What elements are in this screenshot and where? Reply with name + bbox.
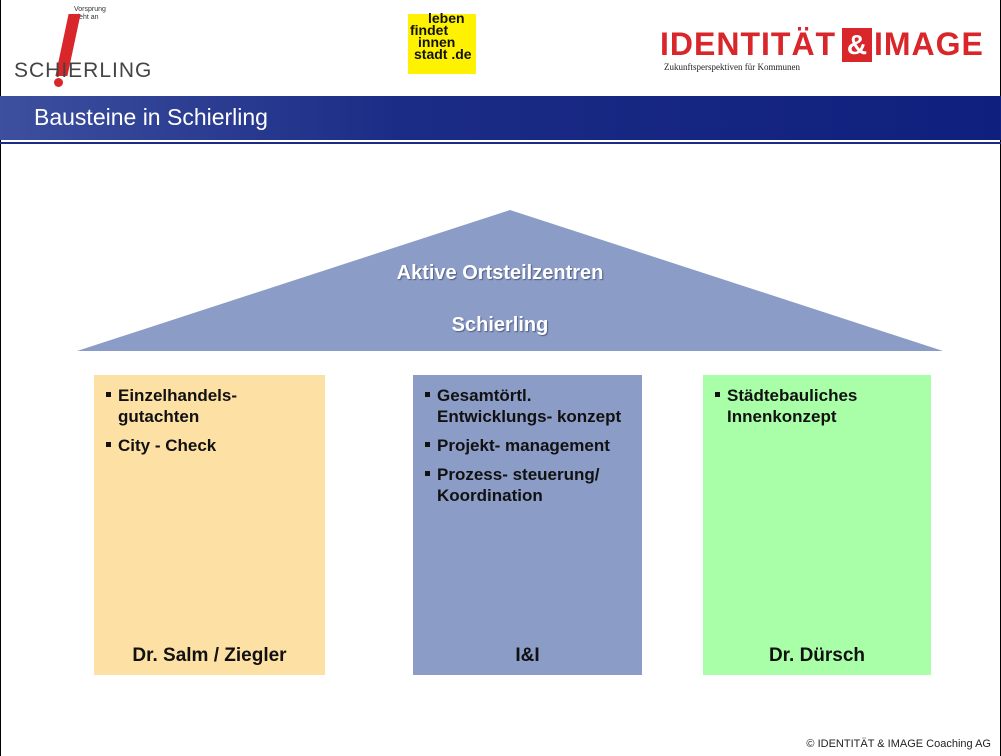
exclamation-dot-icon: [54, 78, 63, 87]
pillar-right-footer: Dr. Dürsch: [768, 645, 866, 666]
title-bar: Bausteine in Schierling: [0, 96, 1001, 140]
bullet-icon: [425, 392, 430, 397]
pillar-middle: Gesamtörtl. Entwicklungs- konzept Projek…: [413, 375, 642, 675]
identitaet-image-logo: IDENTITÄT & IMAGE Zukunftsperspektiven f…: [660, 26, 990, 74]
list-item-text: Gesamtörtl. Entwicklungs- konzept: [437, 386, 622, 426]
ampersand-icon: &: [842, 28, 872, 62]
leben-logo-line-1: leben: [428, 10, 465, 26]
pillar-middle-footer: I&I: [515, 645, 540, 666]
copyright-notice: © IDENTITÄT & IMAGE Coaching AG: [806, 738, 991, 750]
schierling-tagline-line-1: Vorsprung: [74, 6, 106, 13]
image-logo-word: IMAGE: [874, 26, 984, 62]
pillar-left-list: Einzelhandels- gutachten City - Check: [104, 385, 319, 464]
bullet-icon: [106, 392, 111, 397]
bullet-icon: [715, 392, 720, 397]
title-divider: [0, 142, 1001, 144]
frame-border-left: [0, 0, 1, 756]
pillar-right: Städtebauliches Innenkonzept Dr. Dürsch: [703, 375, 931, 675]
pillar-middle-list: Gesamtörtl. Entwicklungs- konzept Projek…: [423, 385, 636, 514]
pillar-left: Einzelhandels- gutachten City - Check Dr…: [94, 375, 325, 675]
pillar-left-footer: Dr. Salm / Ziegler: [132, 645, 287, 666]
pillar-right-list: Städtebauliches Innenkonzept: [713, 385, 925, 435]
identitaet-logo-subtitle: Zukunftsperspektiven für Kommunen: [664, 62, 800, 72]
leben-logo-line-3: innen: [418, 34, 456, 50]
list-item: City - Check: [104, 435, 319, 456]
list-item: Einzelhandels- gutachten: [104, 385, 319, 427]
schierling-tagline: Vorsprung zieht an: [74, 6, 106, 22]
leben-logo-line-4: stadt .de: [414, 46, 472, 62]
page-title: Bausteine in Schierling: [34, 104, 268, 130]
roof-shape: [77, 210, 943, 351]
leben-logo-line-2: findet: [410, 22, 449, 38]
schierling-tagline-line-2: zieht an: [74, 14, 99, 21]
list-item-text: Projekt- management: [437, 436, 610, 455]
list-item-text: Prozess- steuerung/ Koordination: [437, 465, 600, 505]
list-item-text: City - Check: [118, 436, 217, 455]
roof-title-line-1: Aktive Ortsteilzentren: [396, 262, 604, 284]
schierling-wordmark: SCHIERLING: [14, 59, 153, 82]
list-item-text: Einzelhandels- gutachten: [118, 386, 238, 426]
list-item: Projekt- management: [423, 435, 636, 456]
list-item-text: Städtebauliches Innenkonzept: [727, 386, 858, 426]
bullet-icon: [425, 442, 430, 447]
list-item: Gesamtörtl. Entwicklungs- konzept: [423, 385, 636, 427]
bullet-icon: [425, 471, 430, 476]
roof-title-line-2: Schierling: [451, 314, 549, 336]
schierling-logo: Vorsprung zieht an SCHIERLING: [10, 4, 170, 87]
identitaet-logo-word: IDENTITÄT: [660, 26, 837, 62]
list-item: Städtebauliches Innenkonzept: [713, 385, 925, 427]
leben-findet-innenstadt-logo: leben findet innen stadt .de: [408, 10, 476, 74]
list-item: Prozess- steuerung/ Koordination: [423, 464, 636, 506]
bullet-icon: [106, 442, 111, 447]
